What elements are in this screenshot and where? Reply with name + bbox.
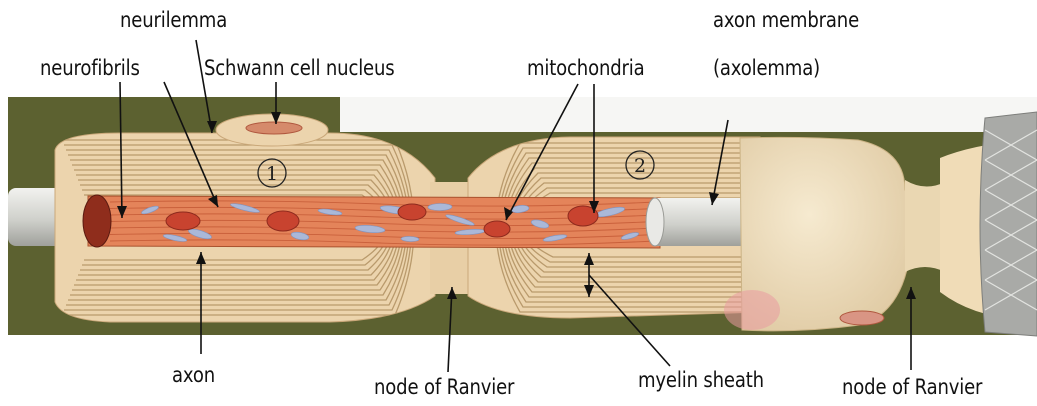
white-card [340, 97, 1037, 132]
mitochondrion [267, 211, 299, 231]
neurofibril-blob [428, 203, 452, 210]
label-schwann-cell-nucleus: Schwann cell nucleus [204, 58, 395, 79]
schwann-cell-nucleus [246, 122, 302, 134]
label-mitochondria: mitochondria [527, 58, 645, 79]
label-neurofibrils: neurofibrils [40, 58, 140, 79]
lower-schwann-nucleus [840, 311, 884, 325]
label-axon: axon [172, 365, 215, 386]
axon-cut-end [83, 195, 111, 247]
neurofibril-blob [401, 236, 419, 242]
node-region-2 [905, 180, 945, 272]
label-axon-membrane: axon membrane [713, 10, 859, 31]
label-node-of-ranvier-1: node of Ranvier [374, 377, 514, 398]
gray-stocking [980, 112, 1037, 336]
label-axolemma: (axolemma) [713, 58, 820, 79]
axolemma-sleeve-end [646, 198, 664, 246]
label-myelin-sheath: myelin sheath [638, 370, 764, 391]
label-neurilemma: neurilemma [120, 10, 227, 31]
mitochondrion [398, 204, 426, 220]
mitochondrion [166, 212, 200, 230]
label-node-of-ranvier-2: node of Ranvier [842, 377, 982, 398]
cap-pink-tint [724, 290, 780, 330]
segment-marker-1-text: 1 [266, 163, 278, 185]
mitochondrion [484, 221, 510, 237]
axolemma-sleeve [655, 198, 742, 246]
segment-marker-2-text: 2 [634, 155, 646, 177]
